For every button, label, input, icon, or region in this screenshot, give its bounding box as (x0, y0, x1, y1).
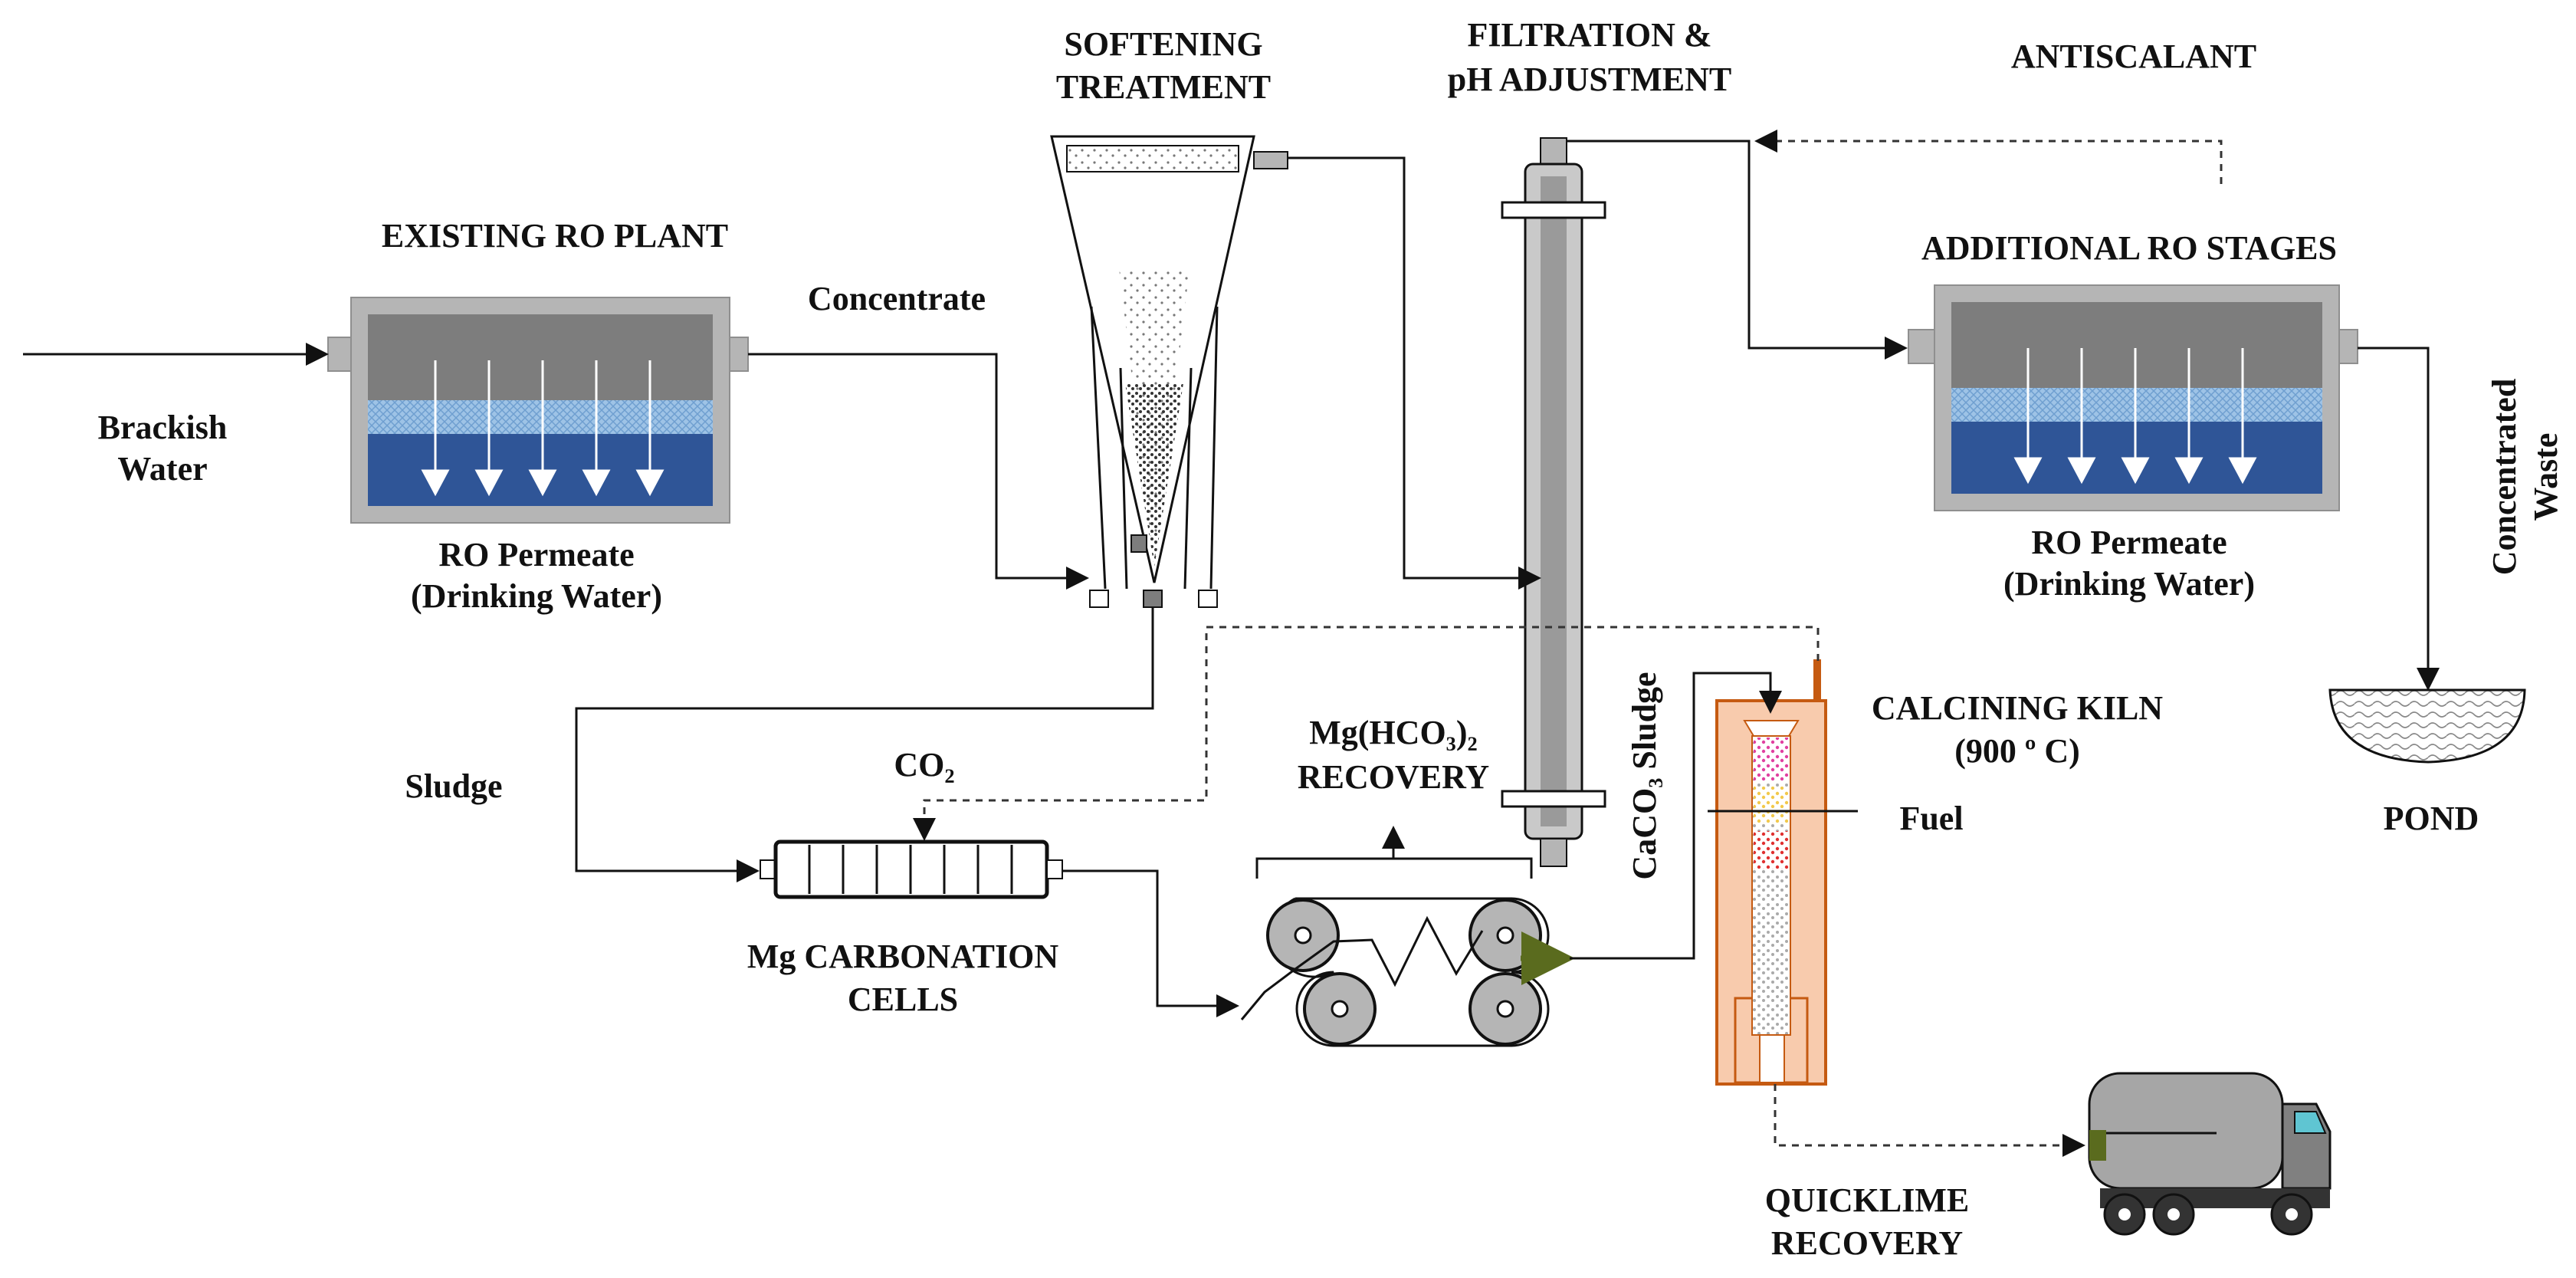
sludge-label: Sludge (405, 767, 502, 805)
existing-ro-unit-icon (327, 297, 749, 524)
ro-permeate-left-2: (Drinking Water) (411, 577, 662, 615)
antiscalant-label: ANTISCALANT (2011, 38, 2256, 75)
ro-permeate-left-1: RO Permeate (438, 536, 634, 573)
brackish-label-1: Brackish (98, 409, 228, 446)
mghco3-label-2: RECOVERY (1298, 758, 1489, 796)
fuel-label: Fuel (1899, 800, 1963, 837)
evaporation-pond-icon (2328, 688, 2526, 764)
calcining-kiln-icon (1708, 659, 1858, 1086)
existing-ro-label: EXISTING RO PLANT (382, 217, 728, 255)
belt-filter-press-icon (1240, 826, 1575, 1047)
quicklime-label-1: QUICKLIME (1765, 1181, 1969, 1219)
softening-label-1: SOFTENING (1064, 25, 1262, 63)
calcining-label-2: (900 º C) (1954, 732, 2080, 770)
additional-ro-label: ADDITIONAL RO STAGES (1921, 229, 2337, 267)
truck-icon (2088, 1072, 2332, 1236)
flow-lines (23, 140, 2440, 1017)
mghco3-label-1: Mg(HCO₃)₂ (1309, 714, 1477, 751)
co2-label: CO₂ (894, 746, 954, 784)
additional-ro-unit-icon (1908, 284, 2358, 511)
dashed-lines (913, 130, 2223, 1157)
concentrate-label: Concentrate (808, 280, 986, 317)
pond-label: POND (2384, 800, 2479, 837)
mg-carbonation-label-2: CELLS (848, 981, 958, 1018)
brackish-label-2: Water (117, 450, 207, 488)
conical-clarifier-icon (1050, 135, 1288, 608)
filtration-label-2: pH ADJUSTMENT (1448, 61, 1731, 98)
concentrated-waste-label-1: Concentrated (2486, 379, 2523, 576)
cartridge-filter-icon (1501, 137, 1606, 867)
ro-permeate-right-2: (Drinking Water) (2003, 565, 2255, 603)
filtration-label-1: FILTRATION & (1467, 16, 1711, 54)
caco3-sludge-label: CaCO₃ Sludge (1626, 672, 1663, 879)
mg-carbonation-label-1: Mg CARBONATION (747, 938, 1058, 975)
carbonation-cells-icon (760, 839, 1063, 899)
softening-label-2: TREATMENT (1056, 68, 1271, 106)
concentrated-waste-label-2: Waste (2527, 433, 2565, 521)
calcining-label-1: CALCINING KILN (1872, 689, 2163, 727)
quicklime-label-2: RECOVERY (1771, 1224, 1963, 1262)
ro-permeate-right-1: RO Permeate (2031, 524, 2227, 561)
